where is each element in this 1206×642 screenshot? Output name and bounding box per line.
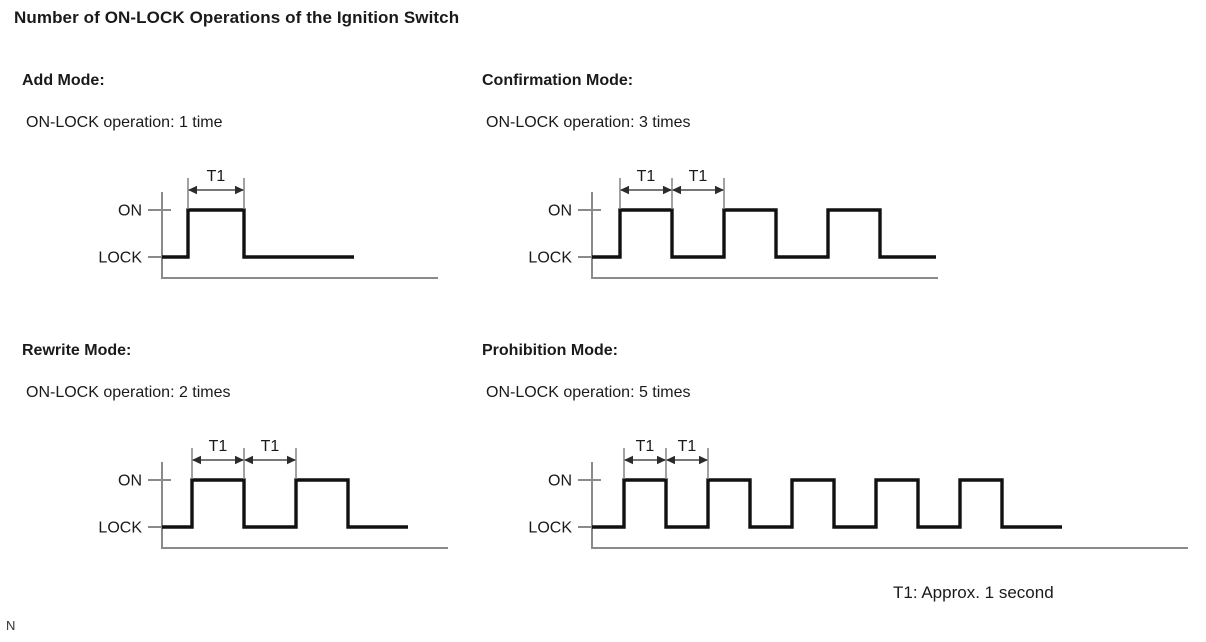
panel-subtitle: ON-LOCK operation: 3 times [486, 114, 691, 131]
waveform-svg: ON LOCK T1 T1 [98, 438, 448, 549]
t1-dimension-label: T1 [689, 168, 708, 185]
page-title: Number of ON-LOCK Operations of the Igni… [14, 8, 460, 27]
axis-label-on: ON [548, 473, 572, 490]
t1-dimension-label: T1 [637, 168, 656, 185]
t1-dimension-label: T1 [209, 438, 228, 455]
axis-label-on: ON [548, 203, 572, 220]
axis-label-on: ON [118, 473, 142, 490]
panel-subtitle: ON-LOCK operation: 2 times [26, 384, 231, 401]
signal-waveform [592, 478, 1062, 529]
panel-subtitle: ON-LOCK operation: 1 time [26, 114, 223, 131]
t1-footnote: T1: Approx. 1 second [893, 583, 1054, 602]
waveform-svg: ON LOCK T1 T1 [528, 438, 1188, 549]
panel-title: Prohibition Mode: [482, 342, 618, 359]
waveform-svg: ON LOCK T1 [98, 168, 438, 279]
signal-waveform [162, 208, 354, 259]
waveform-chart-add-mode: ON LOCK T1 [22, 150, 442, 300]
axis-label-lock: LOCK [528, 250, 572, 267]
axis-label-lock: LOCK [98, 520, 142, 537]
panel-title: Confirmation Mode: [482, 72, 634, 89]
panel-subtitle: ON-LOCK operation: 5 times [486, 384, 691, 401]
signal-waveform [162, 478, 408, 529]
axis-label-lock: LOCK [98, 250, 142, 267]
waveform-svg: ON LOCK T1 T1 [528, 168, 938, 279]
panel-title: Add Mode: [22, 72, 105, 89]
stray-mark: N [6, 618, 16, 633]
t1-dimension-label: T1 [636, 438, 655, 455]
waveform-chart-prohibition-mode: ON LOCK T1 T1 [482, 420, 1192, 570]
panel-title: Rewrite Mode: [22, 342, 132, 359]
t1-dimension-label: T1 [207, 168, 226, 185]
axis-label-on: ON [118, 203, 142, 220]
waveform-chart-rewrite-mode: ON LOCK T1 T1 [22, 420, 452, 570]
signal-waveform [592, 208, 936, 259]
axis-label-lock: LOCK [528, 520, 572, 537]
t1-dimension-label: T1 [678, 438, 697, 455]
waveform-chart-confirmation-mode: ON LOCK T1 T1 [482, 150, 942, 300]
t1-dimension-label: T1 [261, 438, 280, 455]
